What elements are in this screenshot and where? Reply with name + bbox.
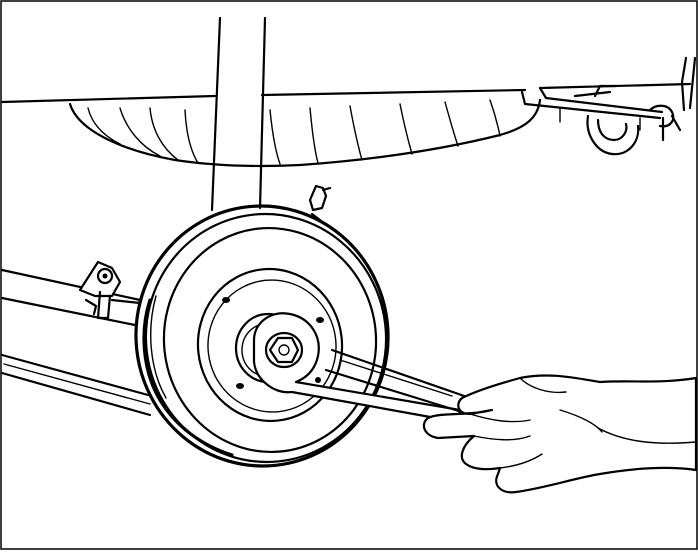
parking-brake-linkage (520, 56, 697, 156)
brake-drum (134, 204, 390, 468)
fuel-tank (68, 98, 542, 168)
wrench (252, 312, 472, 424)
axle-beam (0, 82, 692, 104)
wheel-cylinder-bleed-screw (308, 184, 332, 222)
hand (422, 374, 698, 494)
trailing-arm (0, 268, 152, 417)
brake-bleeder-bracket (78, 260, 142, 320)
shock-absorber (210, 16, 267, 212)
